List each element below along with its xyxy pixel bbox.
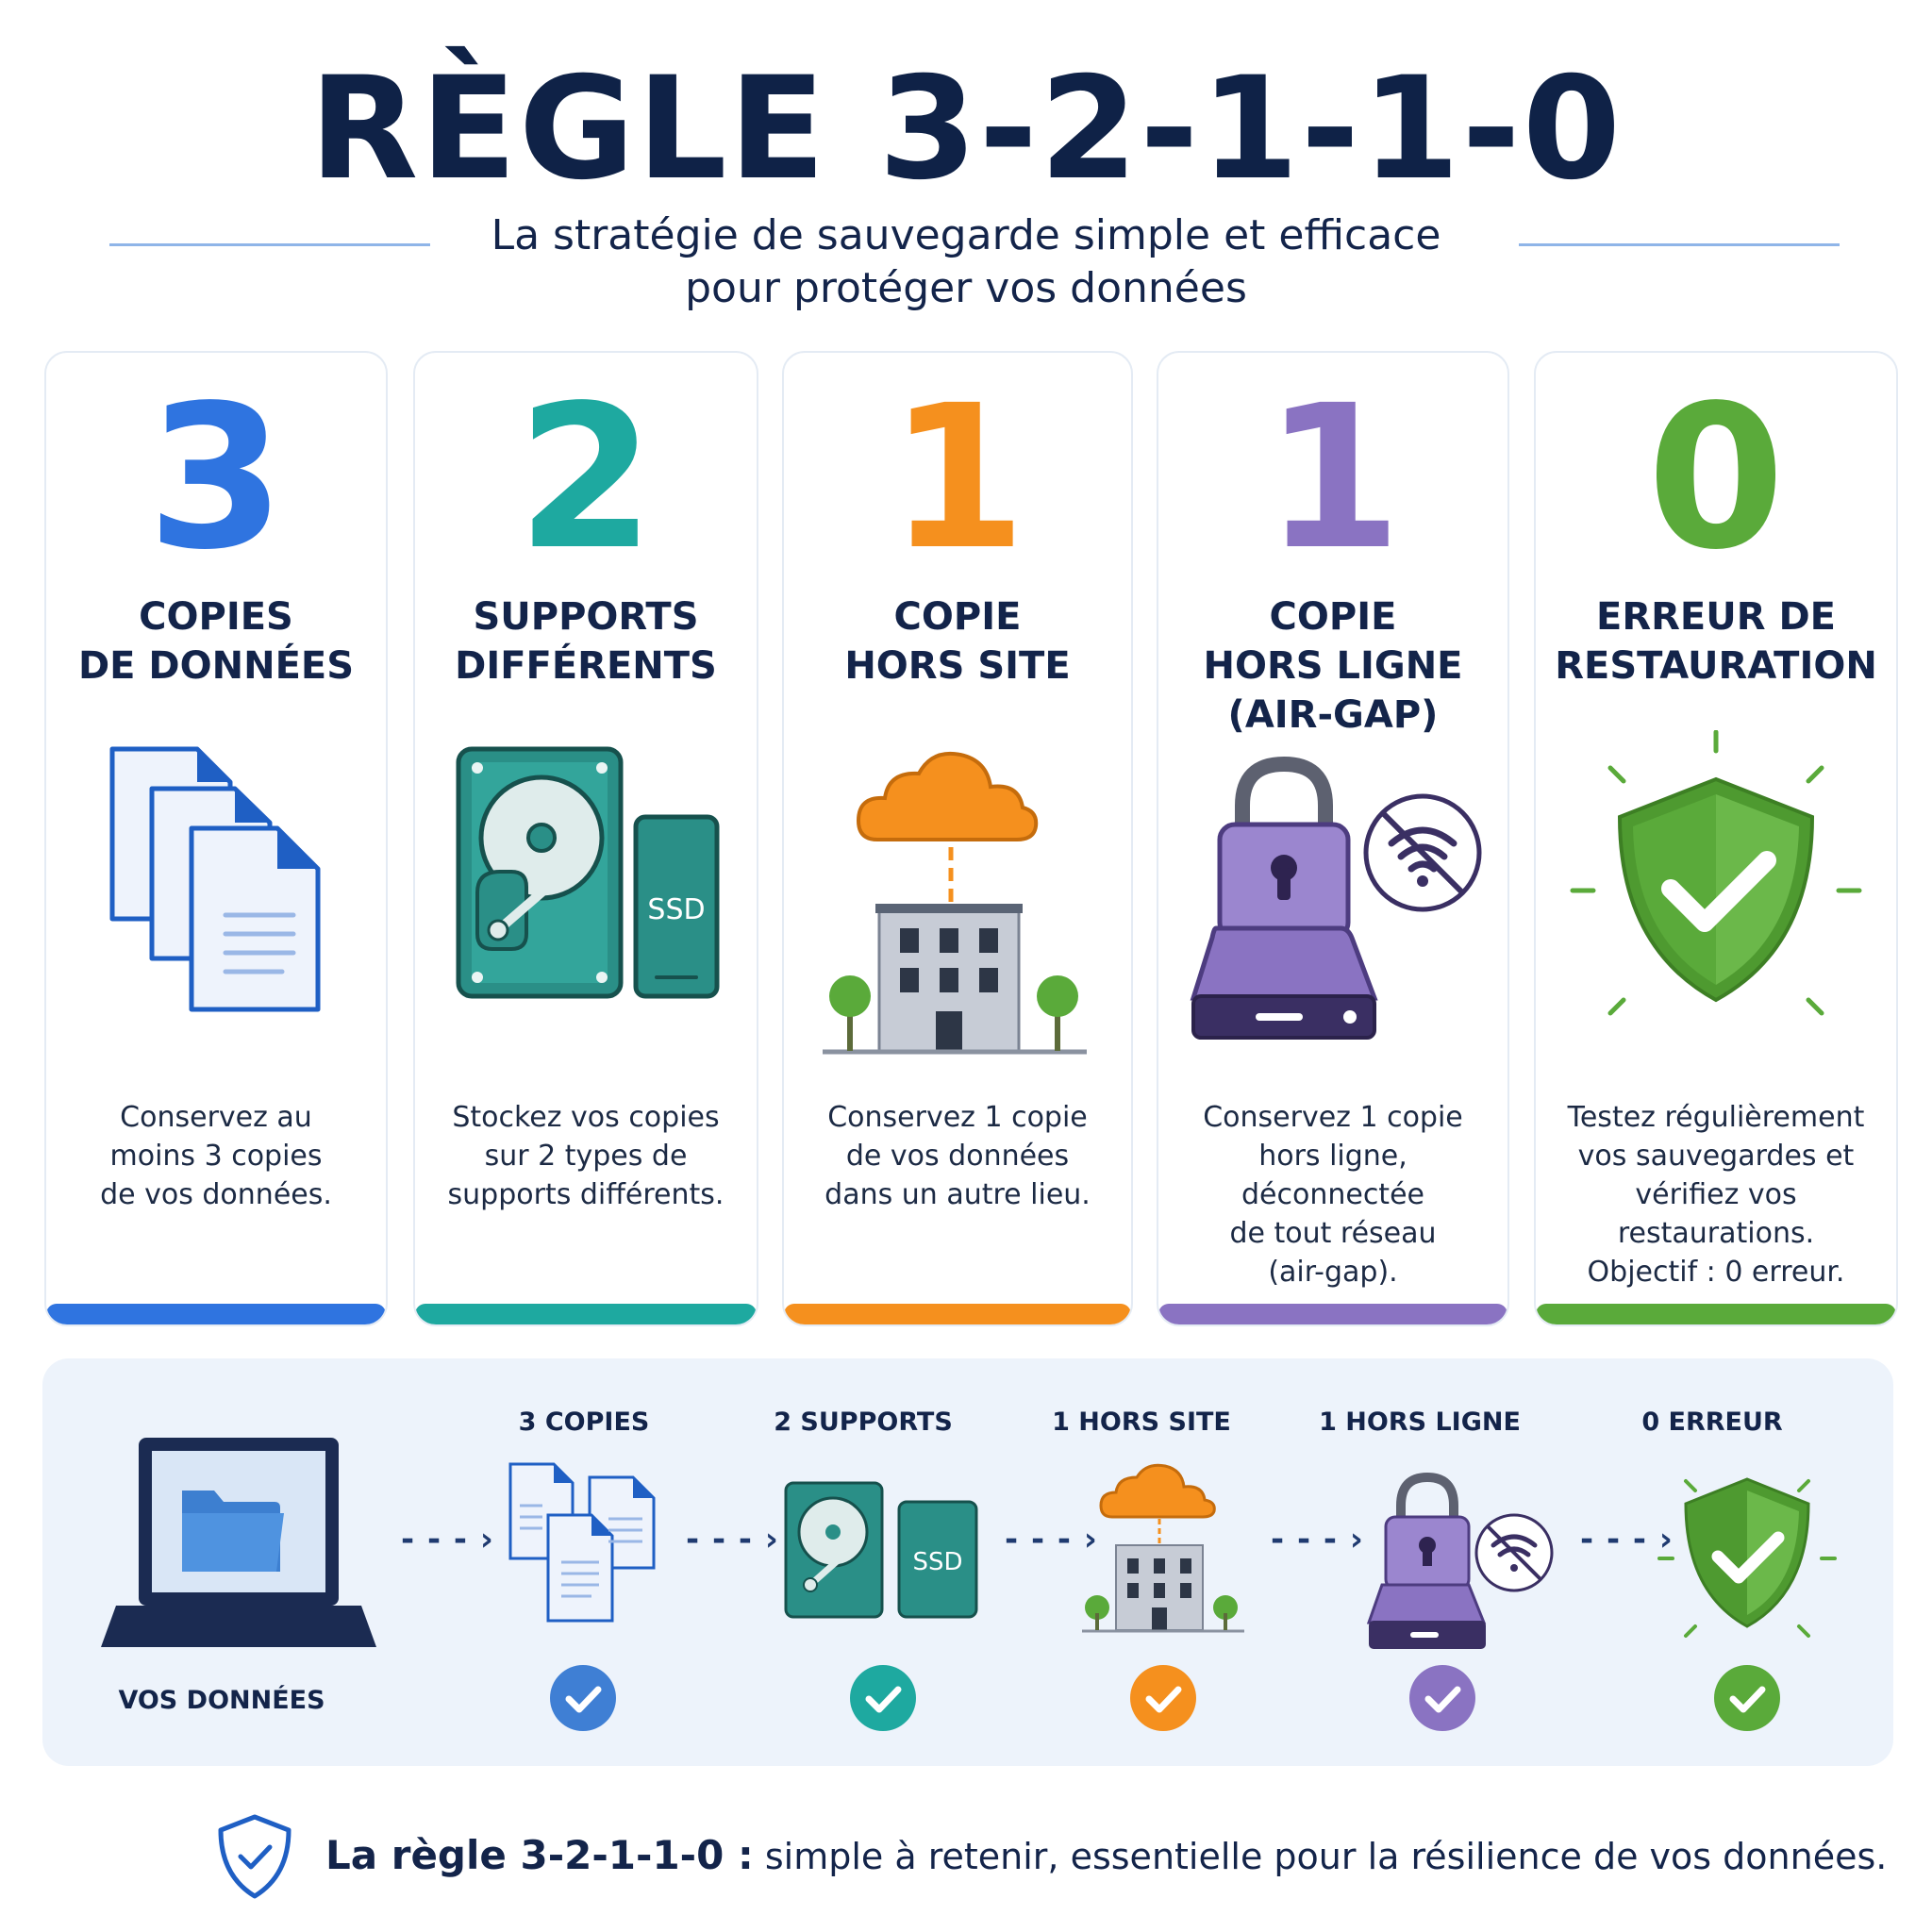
card-label-line: RESTAURATION	[1555, 644, 1877, 688]
card-number: 1	[888, 362, 1027, 593]
shield-check-icon	[1536, 730, 1896, 1070]
desc-line: de tout réseau	[1229, 1217, 1437, 1250]
card-description: Stockez vos copies sur 2 types de suppor…	[425, 1098, 747, 1214]
desc-line: vos sauvegardes et	[1577, 1140, 1855, 1173]
card-label: ERREUR DE RESTAURATION	[1536, 592, 1896, 691]
subtitle-line-1: La stratégie de sauvegarde simple et eff…	[491, 211, 1441, 259]
card-label: COPIE HORS SITE	[784, 592, 1131, 691]
desc-line: hors ligne, déconnectée	[1241, 1140, 1424, 1211]
card-description: Conservez au moins 3 copies de vos donné…	[56, 1098, 376, 1214]
desc-line: moins 3 copies	[109, 1140, 323, 1173]
subtitle-divider-left	[109, 243, 430, 246]
rule-cards: 3 COPIES DE DONNÉES	[0, 351, 1932, 1332]
step-label-error: 0 ERREUR	[1641, 1407, 1783, 1437]
desc-line: Conservez 1 copie	[1203, 1101, 1463, 1134]
card-description: Conservez 1 copie de vos données dans un…	[793, 1098, 1122, 1214]
card-accent-bar	[46, 1304, 386, 1324]
step-label-supports: 2 SUPPORTS	[774, 1407, 953, 1437]
card-2-supports: 2 SUPPORTS DIFFÉRENTS SSD	[413, 351, 758, 1326]
check-icon	[1714, 1665, 1780, 1731]
desc-line: Conservez au	[120, 1101, 312, 1134]
check-icon	[1409, 1665, 1475, 1731]
desc-line: Testez régulièrement	[1567, 1101, 1865, 1134]
card-label-line: DIFFÉRENTS	[455, 644, 717, 688]
page-title: RÈGLE 3-2-1-1-0	[308, 47, 1624, 211]
step-label-offsite: 1 HORS SITE	[1052, 1407, 1231, 1437]
hdd-ssd-icon: SSD	[782, 1479, 986, 1624]
flow-arrow: - - - ›	[1580, 1521, 1674, 1558]
check-icon	[850, 1665, 916, 1731]
lock-offline-icon	[1363, 1468, 1561, 1660]
step-label-offline: 1 HORS LIGNE	[1319, 1407, 1521, 1437]
card-3-copies: 3 COPIES DE DONNÉES	[44, 351, 388, 1326]
flow-arrow: - - - ›	[401, 1521, 494, 1558]
desc-line: Objectif : 0 erreur.	[1587, 1256, 1845, 1289]
step-label-copies: 3 COPIES	[518, 1407, 650, 1437]
card-label-line: HORS LIGNE	[1203, 644, 1463, 688]
card-number: 2	[516, 362, 656, 593]
desc-line: sur 2 types de	[484, 1140, 688, 1173]
card-label: COPIES DE DONNÉES	[46, 592, 386, 691]
shield-check-icon	[215, 1811, 294, 1906]
card-label: SUPPORTS DIFFÉRENTS	[415, 592, 757, 691]
card-label-line: ERREUR DE	[1596, 595, 1836, 639]
card-label-line: SUPPORTS	[473, 595, 699, 639]
ssd-text: SSD	[912, 1548, 962, 1576]
desc-line: dans un autre lieu.	[824, 1178, 1091, 1211]
card-1-offsite: 1 COPIE HORS SITE	[782, 351, 1133, 1326]
subtitle-line-2: pour protéger vos données	[685, 264, 1247, 312]
card-label-line: DE DONNÉES	[77, 644, 355, 688]
card-label-line: COPIES	[139, 595, 293, 639]
card-label-line: HORS SITE	[844, 644, 1071, 688]
flow-arrow: - - - ›	[686, 1521, 779, 1558]
card-label-line: (AIR-GAP)	[1227, 693, 1439, 737]
footer-bold: La règle 3-2-1-1-0 :	[325, 1832, 754, 1878]
desc-line: de vos données	[845, 1140, 1070, 1173]
laptop-icon	[76, 1428, 397, 1668]
desc-line: de vos données.	[100, 1178, 332, 1211]
card-label: COPIE HORS LIGNE (AIR-GAP)	[1158, 592, 1507, 740]
card-label-line: COPIE	[893, 595, 1022, 639]
card-accent-bar	[1158, 1304, 1507, 1324]
footer: La règle 3-2-1-1-0 : simple à retenir, e…	[0, 1811, 1932, 1906]
hdd-ssd-icon: SSD	[415, 730, 757, 1070]
card-0-error: 0 ERREUR DE RESTAURATION	[1534, 351, 1898, 1326]
card-number: 3	[146, 362, 286, 593]
cloud-building-icon	[784, 730, 1131, 1070]
desc-line: Conservez 1 copie	[827, 1101, 1088, 1134]
desc-line: (air-gap).	[1268, 1256, 1398, 1289]
card-number: 0	[1646, 362, 1786, 593]
card-description: Testez régulièrement vos sauvegardes et …	[1545, 1098, 1887, 1291]
source-label: VOS DONNÉES	[118, 1686, 325, 1715]
desc-line: Stockez vos copies	[452, 1101, 720, 1134]
documents-icon	[505, 1458, 665, 1632]
card-number: 1	[1263, 362, 1403, 593]
card-accent-bar	[784, 1304, 1131, 1324]
flow-arrow: - - - ›	[1271, 1521, 1364, 1558]
card-1-offline: 1 COPIE HORS LIGNE (AIR-GAP)	[1157, 351, 1509, 1326]
desc-line: supports différents.	[447, 1178, 724, 1211]
card-label-line: COPIE	[1269, 595, 1397, 639]
footer-text: La règle 3-2-1-1-0 : simple à retenir, e…	[325, 1832, 1887, 1880]
card-accent-bar	[1536, 1304, 1896, 1324]
backup-flow: VOS DONNÉES - - - › - - - › - - - › - - …	[42, 1358, 1893, 1766]
subtitle: La stratégie de sauvegarde simple et eff…	[0, 209, 1932, 315]
subtitle-divider-right	[1519, 243, 1840, 246]
desc-line: vérifiez vos restaurations.	[1617, 1178, 1815, 1250]
cloud-building-icon	[1078, 1457, 1248, 1649]
footer-tagline: simple à retenir, essentielle pour la ré…	[753, 1836, 1888, 1877]
card-accent-bar	[415, 1304, 757, 1324]
check-icon	[1130, 1665, 1196, 1731]
card-description: Conservez 1 copie hors ligne, déconnecté…	[1168, 1098, 1498, 1291]
lock-offline-icon	[1158, 749, 1507, 1089]
documents-icon	[46, 730, 386, 1070]
check-icon	[550, 1665, 616, 1731]
flow-arrow: - - - ›	[1005, 1521, 1098, 1558]
shield-check-icon	[1657, 1460, 1837, 1653]
ssd-text: SSD	[647, 893, 705, 926]
